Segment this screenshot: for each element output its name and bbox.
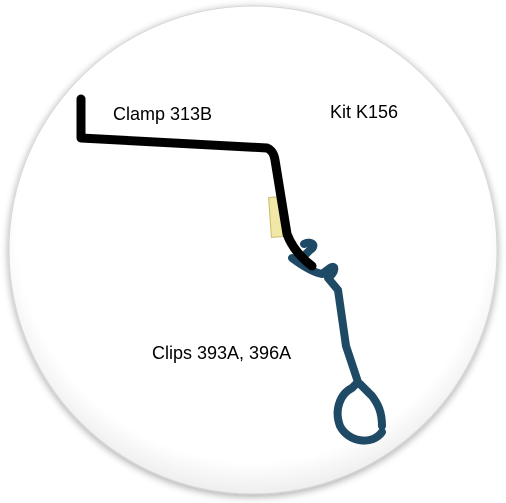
clip-hook <box>356 380 386 430</box>
clamp-part <box>76 94 317 271</box>
clips-label: Clips 393A, 396A <box>152 343 292 363</box>
kit-label: Kit K156 <box>330 102 399 122</box>
clamp-label: Clamp 313B <box>113 104 213 124</box>
background-disc <box>8 5 498 495</box>
clip-part <box>288 238 386 445</box>
